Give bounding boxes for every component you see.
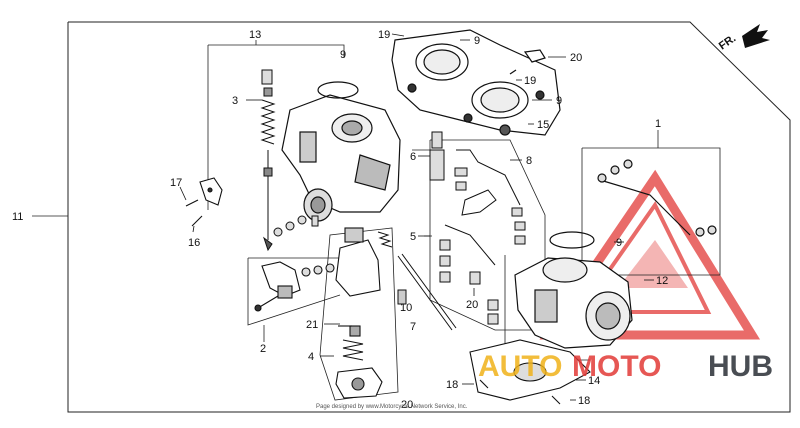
callout-5: 5 bbox=[410, 231, 416, 243]
callout-19-mid: 19 bbox=[524, 75, 536, 87]
callout-15: 15 bbox=[537, 119, 549, 131]
callout-20-center: 20 bbox=[466, 299, 478, 311]
callout-7: 7 bbox=[410, 321, 416, 333]
callout-8: 8 bbox=[526, 155, 532, 167]
needle-spring-stack bbox=[260, 69, 276, 252]
callout-10: 10 bbox=[400, 302, 412, 314]
copyright-text: Page designed by www.Motorcycle Network … bbox=[316, 404, 468, 410]
center-parts-group bbox=[429, 131, 526, 325]
callout-3: 3 bbox=[232, 95, 238, 107]
shaft-parts bbox=[377, 231, 457, 331]
callout-6: 6 bbox=[410, 151, 416, 163]
callout-18-right: 18 bbox=[578, 395, 590, 407]
float-chamber-part bbox=[335, 227, 383, 399]
callout-19-top: 19 bbox=[378, 29, 390, 41]
callout-16: 16 bbox=[188, 237, 200, 249]
callout-1: 1 bbox=[655, 118, 661, 130]
callout-13: 13 bbox=[249, 29, 261, 41]
callout-9-left: 9 bbox=[340, 49, 346, 61]
callout-17: 17 bbox=[170, 177, 182, 189]
watermark-triangle bbox=[539, 169, 761, 340]
fr-label: FR. bbox=[717, 32, 738, 52]
callout-11: 11 bbox=[12, 211, 23, 223]
callout-12: 12 bbox=[656, 275, 668, 287]
arrow-right-icon bbox=[742, 24, 770, 48]
bottom-flange-part bbox=[469, 339, 591, 405]
callout-20-bottom: 20 bbox=[401, 399, 413, 411]
callout-20-top: 20 bbox=[570, 52, 582, 64]
small-parts-group-13 bbox=[273, 215, 319, 237]
leader-lines bbox=[179, 33, 654, 401]
callout-4: 4 bbox=[308, 351, 314, 363]
throttle-linkage-part bbox=[254, 261, 335, 312]
watermark-part-hub: HUB bbox=[708, 350, 773, 383]
callout-9-top: 9 bbox=[474, 35, 480, 47]
left-carburetor-body bbox=[281, 81, 401, 222]
right-carburetor-body bbox=[514, 159, 717, 349]
callout-18-left: 18 bbox=[446, 379, 458, 391]
diagram-frame bbox=[67, 21, 791, 413]
fr-direction-marker: FR. bbox=[717, 24, 770, 52]
callout-21: 21 bbox=[306, 319, 318, 331]
callout-labels: 1 2 3 4 5 6 7 8 9 9 9 9 10 11 12 13 14 1… bbox=[12, 29, 668, 411]
watermark-part-auto: AUTO bbox=[478, 350, 562, 383]
callout-9-mid: 9 bbox=[556, 95, 562, 107]
choke-bracket-part bbox=[185, 177, 223, 227]
watermark-part-moto: MOTO bbox=[572, 350, 661, 383]
bracket-lines bbox=[32, 40, 721, 401]
callout-14: 14 bbox=[588, 375, 600, 387]
intake-manifold-part bbox=[391, 29, 561, 136]
callout-9-right: 9 bbox=[616, 237, 622, 249]
automotohub-watermark: AUTO MOTO HUB bbox=[478, 350, 773, 383]
callout-2: 2 bbox=[260, 343, 266, 355]
